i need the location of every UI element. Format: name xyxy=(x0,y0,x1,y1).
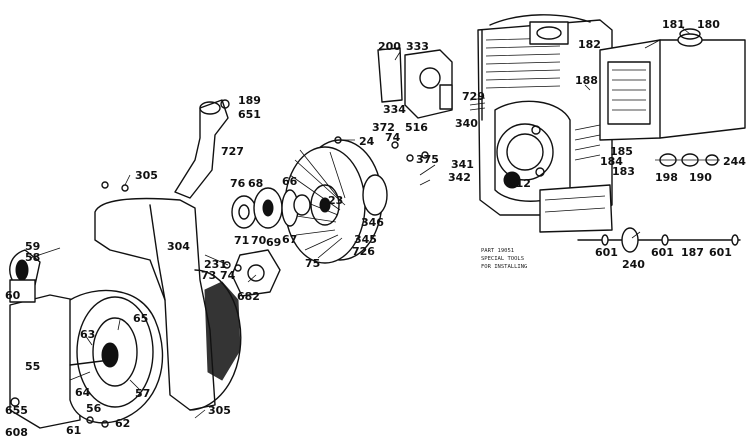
callout-23: 23 xyxy=(328,194,343,207)
callout-342: 342 xyxy=(448,171,471,184)
callout-63: 63 xyxy=(80,328,95,341)
callout-185: 185 xyxy=(610,145,633,158)
starter-clutch-parts xyxy=(231,187,311,229)
callout-727: 727 xyxy=(221,145,244,158)
leader-lines xyxy=(29,25,691,391)
callout-24: 24 xyxy=(359,135,375,148)
callout-60: 60 xyxy=(5,289,21,302)
callout-516: 516 xyxy=(405,121,428,134)
callout-183: 183 xyxy=(612,165,635,178)
callout-608: 608 xyxy=(5,426,28,439)
callout-726: 726 xyxy=(352,245,375,258)
callout-345: 345 xyxy=(354,233,377,246)
callout-55: 55 xyxy=(25,360,40,373)
tool-note-line-1: PART 19051 xyxy=(481,248,514,254)
callout-184: 184 xyxy=(600,155,623,168)
callout-190: 190 xyxy=(689,171,712,184)
callout-64: 64 xyxy=(75,386,91,399)
callout-333: 333 xyxy=(406,40,429,53)
callout-375: 375 xyxy=(416,153,439,166)
inlet-elbow xyxy=(174,99,230,199)
callout-182: 182 xyxy=(578,38,601,51)
callout-198: 198 xyxy=(655,171,678,184)
callout-601b: 601 xyxy=(651,246,674,259)
callout-181: 181 xyxy=(662,18,685,31)
callout-58: 58 xyxy=(25,251,40,264)
callout-305a: 305 xyxy=(135,169,158,182)
engine-block xyxy=(477,14,613,233)
callout-56: 56 xyxy=(86,402,102,415)
callout-61: 61 xyxy=(66,424,81,437)
callout-304: 304 xyxy=(167,240,190,253)
special-tool-note: PART 19051 SPECIAL TOOLS FOR INSTALLING xyxy=(481,248,527,270)
callout-76: 76 xyxy=(230,177,246,190)
crankshaft-parts xyxy=(577,227,741,253)
callout-372: 372 xyxy=(372,121,395,134)
callout-682: 682 xyxy=(237,290,260,303)
callout-180: 180 xyxy=(697,18,720,31)
air-cleaner-bracket xyxy=(377,47,486,119)
callout-231: 231 xyxy=(204,258,227,271)
callout-74b: 74 xyxy=(220,269,236,282)
callout-65: 65 xyxy=(133,312,148,325)
callout-57: 57 xyxy=(135,387,150,400)
blower-housing xyxy=(94,197,242,411)
tool-note-line-3: FOR INSTALLING xyxy=(481,264,527,270)
callout-59: 59 xyxy=(25,240,40,253)
callout-62: 62 xyxy=(115,417,130,430)
callout-75: 75 xyxy=(305,257,320,270)
callout-334: 334 xyxy=(383,103,406,116)
callout-67: 67 xyxy=(282,233,297,246)
callout-601a: 601 xyxy=(595,246,618,259)
tool-note-line-2: SPECIAL TOOLS xyxy=(481,256,524,262)
callout-73: 73 xyxy=(201,269,216,282)
callout-655: 655 xyxy=(5,404,28,417)
callout-71: 71 xyxy=(234,234,249,247)
flywheel xyxy=(284,139,388,264)
callout-346: 346 xyxy=(361,216,384,229)
callout-240: 240 xyxy=(622,258,645,271)
callout-70: 70 xyxy=(251,234,267,247)
callout-66: 66 xyxy=(282,175,298,188)
callout-74a: 74 xyxy=(385,131,401,144)
callout-340: 340 xyxy=(455,117,478,130)
callout-601c: 601 xyxy=(709,246,732,259)
flange-plate xyxy=(231,249,281,297)
callout-187: 187 xyxy=(681,246,704,259)
callout-651: 651 xyxy=(238,108,261,121)
callout-68: 68 xyxy=(248,177,263,190)
fuel-tank xyxy=(599,28,746,141)
callout-188: 188 xyxy=(575,74,598,87)
callout-305b: 305 xyxy=(208,404,231,417)
callout-729: 729 xyxy=(462,90,485,103)
governor-parts xyxy=(655,153,720,167)
callout-341: 341 xyxy=(451,158,474,171)
callout-labels: 181 180 182 188 200 333 334 729 340 372 … xyxy=(5,18,746,439)
callout-69: 69 xyxy=(266,236,281,249)
callout-244: 244 xyxy=(723,155,746,168)
callout-312: 312 xyxy=(508,177,531,190)
callout-200: 200 xyxy=(378,40,401,53)
fasteners xyxy=(10,136,436,428)
callout-189: 189 xyxy=(238,94,261,107)
